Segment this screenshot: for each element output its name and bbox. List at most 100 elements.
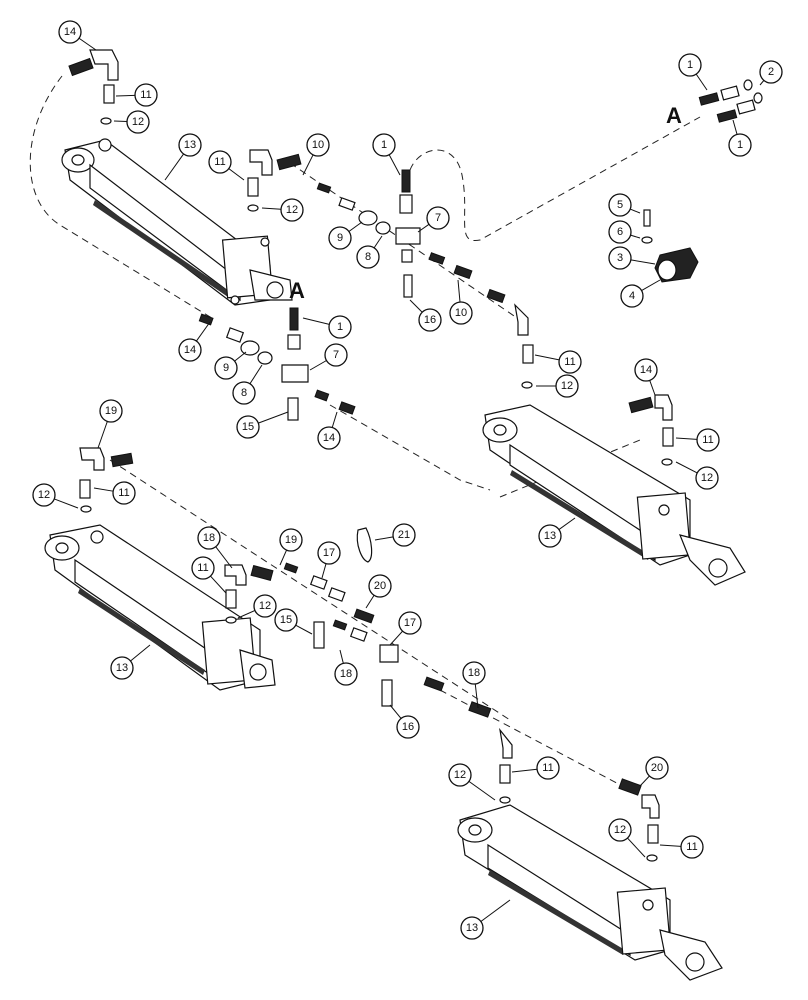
callout-number: 16 <box>424 314 436 326</box>
callout-number: 20 <box>374 580 386 592</box>
callout-number: 12 <box>132 116 144 128</box>
hose-routing-lines <box>29 75 701 791</box>
callout-leader-line <box>457 279 461 303</box>
callout-circle <box>232 381 256 405</box>
callout-11: 11 <box>675 428 720 452</box>
callout-leader-line <box>228 168 245 181</box>
callout-number: 11 <box>197 562 208 574</box>
callout-20: 20 <box>365 574 392 609</box>
callout-number: 11 <box>118 487 129 499</box>
callout-number: 1 <box>687 59 693 71</box>
callout-number: 19 <box>105 405 117 417</box>
callout-11: 11 <box>511 756 560 780</box>
callout-circle <box>448 763 472 787</box>
fittings <box>68 49 763 862</box>
callout-leader-line <box>115 94 136 97</box>
callout-circle <box>398 611 422 635</box>
callout-circle <box>462 661 486 685</box>
callout-leader-line <box>261 207 282 210</box>
callout-leader-line <box>295 624 313 635</box>
callout-circle <box>328 315 352 339</box>
callout-11: 11 <box>208 150 245 181</box>
callout-number: 13 <box>466 922 478 934</box>
callout-18: 18 <box>197 526 233 569</box>
callout-6: 6 <box>608 220 641 244</box>
callout-number: 5 <box>617 199 623 211</box>
callout-circle <box>317 426 341 450</box>
callout-15: 15 <box>274 608 313 635</box>
callout-circle <box>759 60 783 84</box>
callout-circle <box>680 835 704 859</box>
callout-number: 11 <box>140 89 151 101</box>
callout-leader-line <box>630 234 641 239</box>
callout-number: 17 <box>323 547 335 559</box>
callout-20: 20 <box>639 756 669 787</box>
callout-5: 5 <box>608 193 641 217</box>
callout-circle <box>695 466 719 490</box>
callout-leader-line <box>627 837 646 858</box>
callout-leader-line <box>639 775 650 787</box>
callout-circle <box>328 226 352 250</box>
callout-15: 15 <box>236 411 289 439</box>
callout-number: 11 <box>542 762 553 774</box>
callout-2: 2 <box>759 60 783 86</box>
callout-circle <box>608 246 632 270</box>
callout-12: 12 <box>675 461 719 490</box>
callout-circle <box>368 574 392 598</box>
callout-leader-line <box>302 317 330 325</box>
callout-number: 12 <box>38 489 50 501</box>
callout-leader-line <box>388 154 401 176</box>
callout-leader-line <box>78 37 97 51</box>
hose-line <box>29 75 216 321</box>
callout-number: 19 <box>285 534 297 546</box>
callout-leader-line <box>649 380 656 396</box>
callout-11: 11 <box>534 350 582 374</box>
callout-1: 1 <box>678 53 708 91</box>
callout-19: 19 <box>97 399 123 449</box>
callout-leader-line <box>695 73 708 91</box>
callout-leader-line <box>630 208 641 214</box>
callout-circle <box>460 916 484 940</box>
hose-line <box>289 162 521 321</box>
callout-circle <box>324 343 348 367</box>
callout-13: 13 <box>110 644 151 680</box>
callout-1: 1 <box>302 315 352 339</box>
callout-leader-line <box>389 630 403 646</box>
callout-leader-line <box>97 421 108 449</box>
callout-leader-line <box>234 351 247 362</box>
callout-leader-line <box>113 120 128 123</box>
callout-leader-line <box>511 768 538 773</box>
callout-leader-line <box>659 844 682 847</box>
callout-number: 15 <box>242 421 254 433</box>
callout-leader-line <box>732 119 738 135</box>
callout-group: 1411121311101217981610121563414197815141… <box>32 20 783 940</box>
callout-circle <box>558 350 582 374</box>
callout-leader-line <box>237 610 256 619</box>
callout-number: 10 <box>312 139 324 151</box>
callout-circle <box>236 415 260 439</box>
callout-11: 11 <box>115 83 158 107</box>
callout-leader-line <box>321 563 327 579</box>
callout-number: 14 <box>640 364 652 376</box>
callout-circle <box>696 428 720 452</box>
callout-number: 17 <box>404 617 416 629</box>
callout-leader-line <box>339 649 344 664</box>
callout-leader-line <box>675 437 698 440</box>
callout-circle <box>645 756 669 780</box>
callout-leader-line <box>373 235 383 249</box>
callout-number: 2 <box>768 66 774 78</box>
callout-circle <box>279 528 303 552</box>
callout-number: 13 <box>116 662 128 674</box>
callout-14: 14 <box>58 20 97 51</box>
callout-leader-line <box>474 683 479 709</box>
callout-number: 1 <box>381 139 387 151</box>
callout-number: 7 <box>333 349 339 361</box>
callout-number: 21 <box>398 529 410 541</box>
callout-16: 16 <box>389 704 420 739</box>
callout-circle <box>418 308 442 332</box>
callout-circle <box>608 193 632 217</box>
callout-14: 14 <box>317 411 341 450</box>
callout-circle <box>191 556 215 580</box>
callout-number: 11 <box>686 841 697 853</box>
callout-9: 9 <box>214 351 247 380</box>
